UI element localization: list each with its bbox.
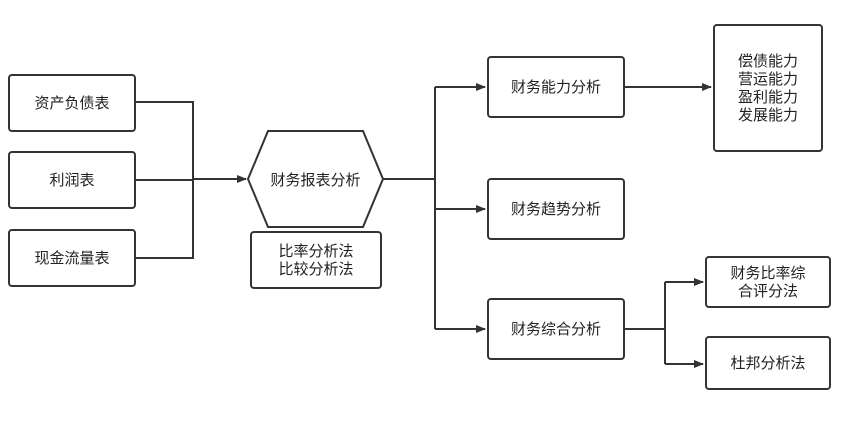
- branch-financial-ability: 财务能力分析: [487, 56, 625, 118]
- source-balance-sheet: 资产负债表: [8, 74, 136, 132]
- ability-detail-box: 偿债能力 营运能力 盈利能力 发展能力: [713, 24, 823, 152]
- connector-source-3: [136, 179, 194, 259]
- center-methods-box: 比率分析法 比较分析法: [250, 231, 382, 289]
- branch-financial-trend: 财务趋势分析: [487, 178, 625, 240]
- connector-source-1: [136, 101, 194, 179]
- source-cash-flow-statement: 现金流量表: [8, 229, 136, 287]
- method-dupont: 杜邦分析法: [705, 336, 831, 390]
- center-node-label: 财务报表分析: [270, 170, 361, 189]
- center-hexagon-shape: [246, 130, 385, 228]
- method-ratio-composite-score: 财务比率综 合评分法: [705, 256, 831, 308]
- source-income-statement: 利润表: [8, 151, 136, 209]
- branch-financial-composite: 财务综合分析: [487, 298, 625, 360]
